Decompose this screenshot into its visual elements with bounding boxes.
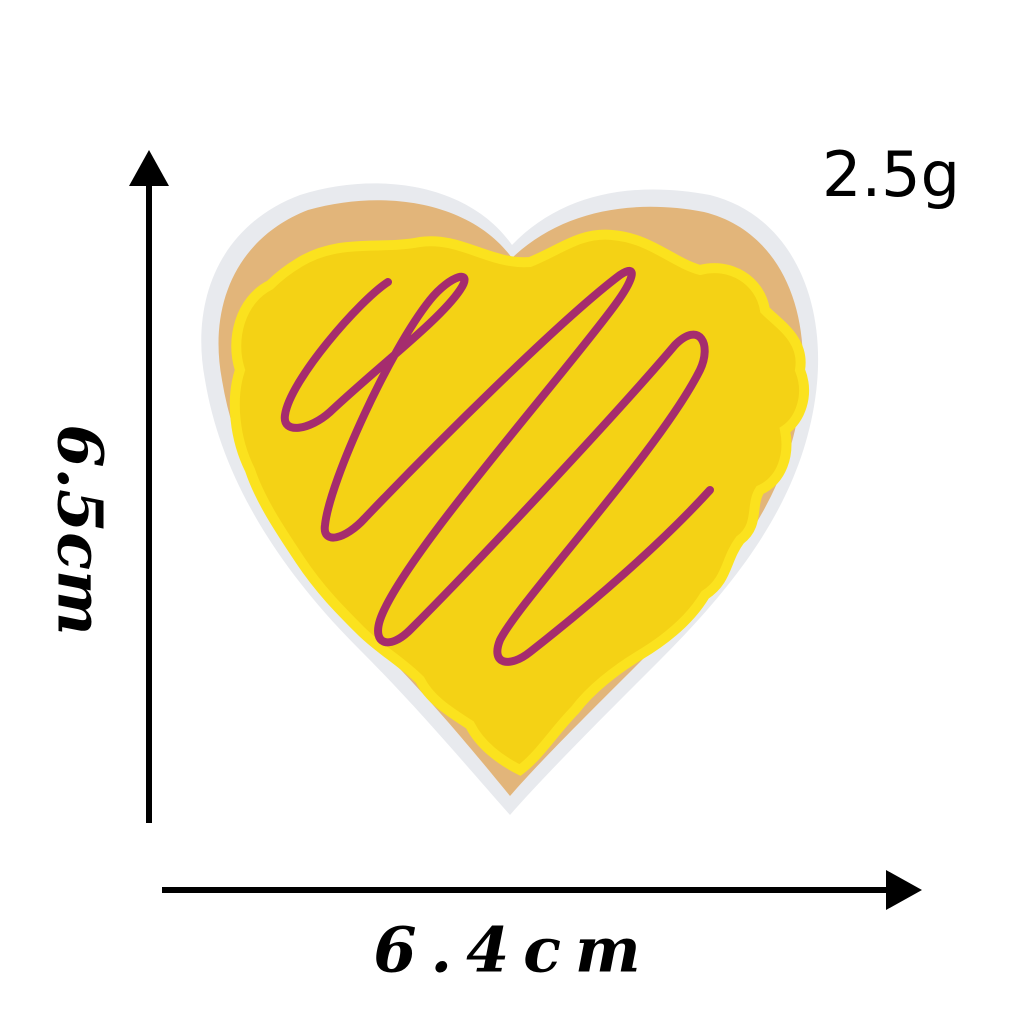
icing-layer bbox=[229, 229, 809, 776]
width-label: 6.4cm bbox=[373, 913, 655, 987]
height-label: 6.5cm bbox=[43, 424, 117, 636]
height-arrow-head bbox=[129, 150, 169, 186]
width-arrow-head bbox=[886, 870, 922, 910]
drizzle-line bbox=[280, 266, 714, 666]
weight-label: 2.5g bbox=[822, 138, 960, 211]
